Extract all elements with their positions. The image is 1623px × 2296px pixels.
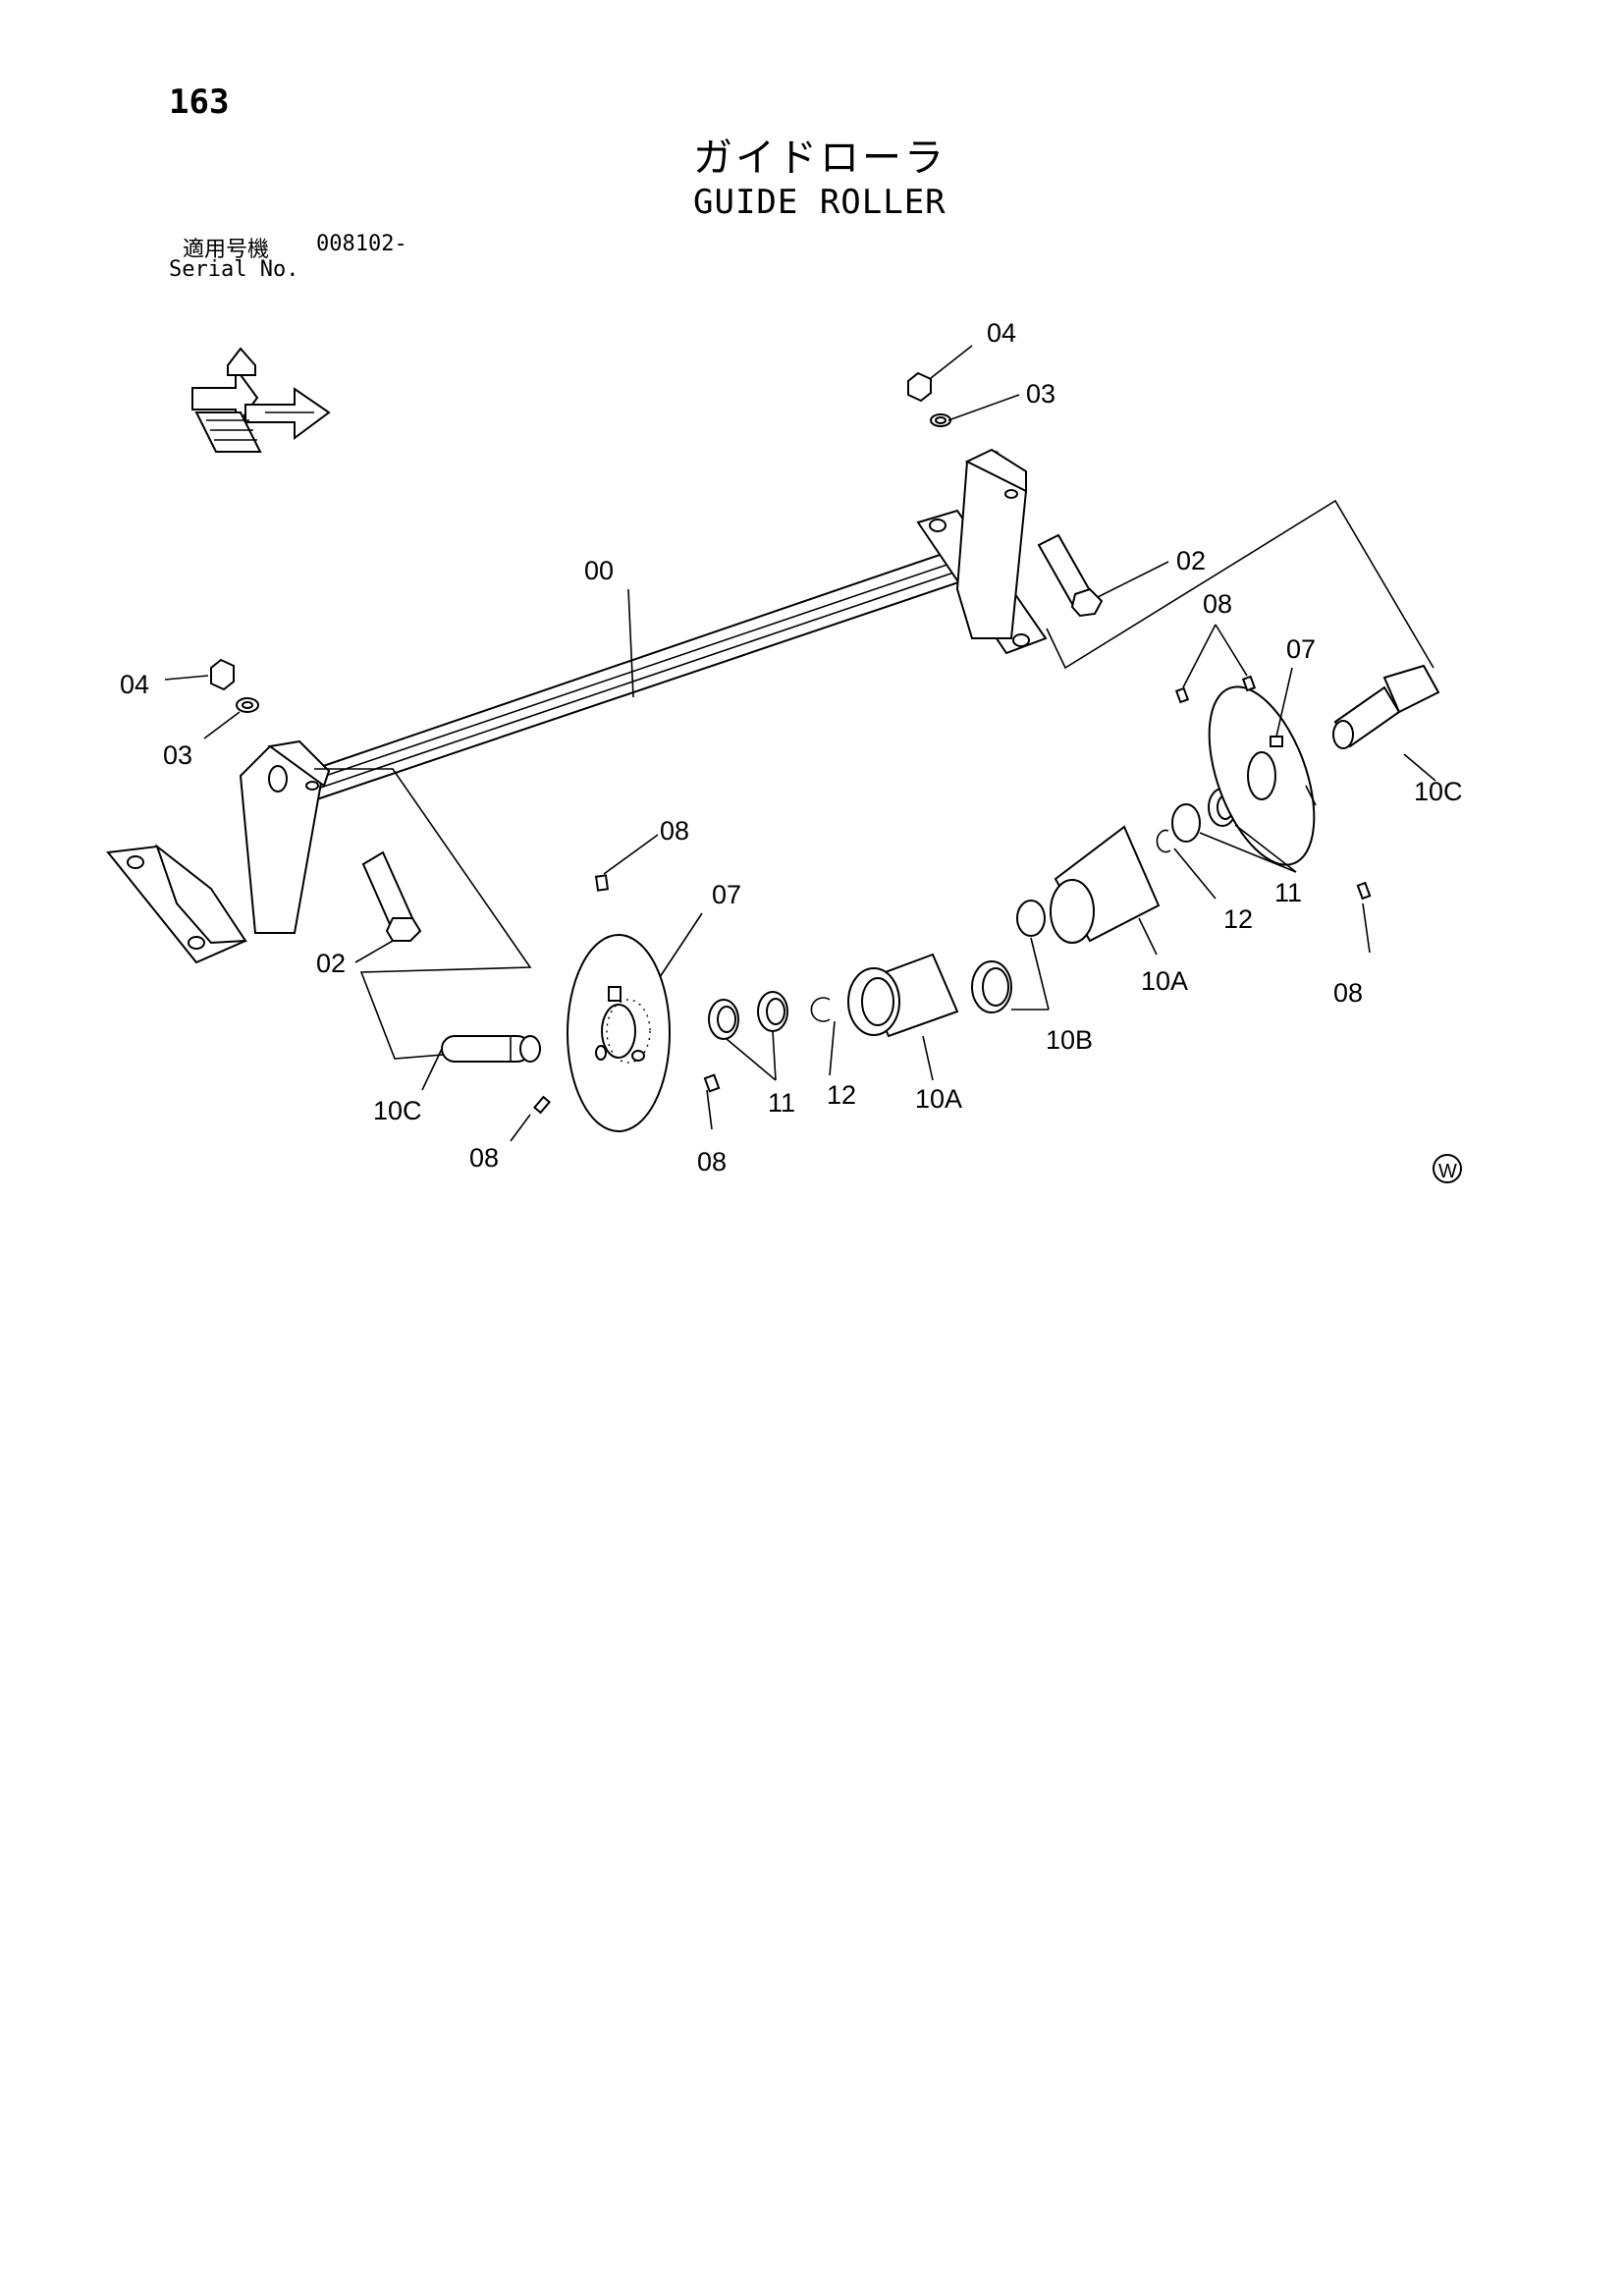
title-japanese: ガイドローラ [693,136,947,181]
callout-11-left: 11 [768,1088,795,1118]
callout-labels: 00 04 03 02 04 03 02 08 07 10C 11 12 08 … [120,318,1463,1176]
page-number: 163 [169,82,230,122]
orientation-arrows-icon [191,347,331,453]
w-mark-letter: W [1438,1161,1457,1182]
callout-10a-right: 10A [1141,966,1188,996]
callout-12-left: 12 [827,1080,856,1110]
left-bolt-assembly [210,658,422,942]
callout-10a-left: 10A [915,1084,962,1114]
callout-08-d: 08 [469,1143,499,1173]
callout-07-left: 07 [712,880,741,909]
callout-12-right: 12 [1223,904,1253,934]
callout-04-left: 04 [120,670,149,699]
callout-10c-left: 10C [373,1096,422,1125]
w-mark-icon: W [1433,1154,1462,1183]
callout-08-b: 08 [1333,978,1363,1008]
right-roller-assembly [1016,664,1440,944]
callout-00: 00 [584,556,614,585]
callout-10b: 10B [1046,1025,1093,1055]
callout-07-right: 07 [1286,634,1316,664]
callout-04-right: 04 [987,318,1016,348]
serial-label-japanese: 適用号機 [183,238,270,262]
right-bolt-assembly [907,371,1104,618]
callout-10c-right: 10C [1414,777,1463,806]
left-assembly-guide [314,768,532,1060]
callout-02-right: 02 [1176,546,1206,575]
right-assembly-guide [1046,499,1434,670]
callout-11-right: 11 [1274,878,1302,907]
serial-number-value: 008102- [316,232,407,256]
callout-03-right: 03 [1026,379,1055,409]
callout-08-c: 08 [660,816,689,846]
callout-08-e: 08 [697,1147,727,1176]
callout-08-a: 08 [1203,589,1232,619]
title-english: GUIDE ROLLER [693,183,947,222]
left-roller-assembly [441,874,1012,1132]
callout-03-left: 03 [163,740,192,770]
guide-roller-frame [106,448,1048,964]
serial-label-english: Serial No. [169,257,299,282]
leader-lines [164,345,1436,1142]
callout-02-left: 02 [316,949,346,978]
